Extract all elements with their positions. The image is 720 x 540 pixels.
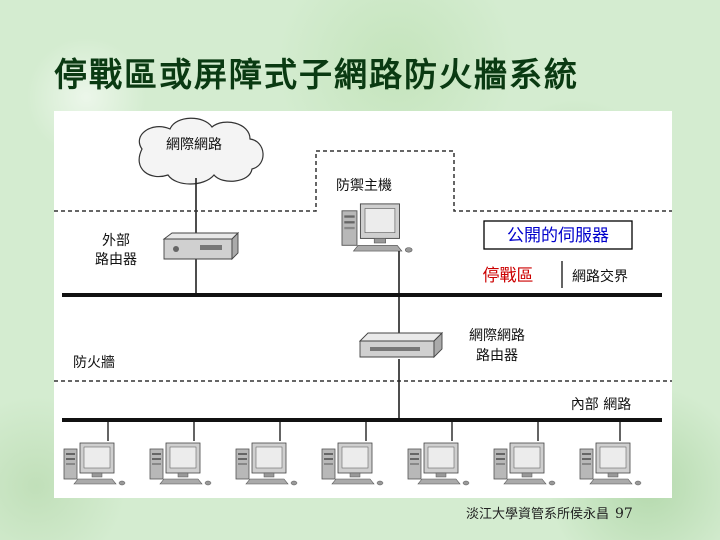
network-boundary-label: 網路交界	[572, 268, 628, 285]
internal-network-bus	[62, 418, 662, 422]
internal-workstations	[63, 422, 642, 486]
workstation-computer-icon	[63, 442, 126, 486]
public-server-box	[483, 220, 633, 250]
workstation-computer-icon	[321, 442, 384, 486]
footer-author: 淡江大學資管系所侯永昌	[466, 507, 610, 522]
firewall-label: 防火牆	[73, 355, 115, 371]
network-diagram: 網際網路 外部 路由器 防禦主機 公開的伺服器 停戰區 網路交界	[54, 111, 672, 498]
workstation-computer-icon	[493, 442, 556, 486]
internal-network-label: 內部 網路	[571, 397, 631, 413]
page-number: 97	[615, 506, 633, 522]
slide-title: 停戰區或屏障式子網路防火牆系統	[54, 55, 579, 94]
workstation-computer-icon	[235, 442, 298, 486]
slide-footer: 淡江大學資管系所侯永昌 97	[466, 503, 633, 522]
internet-cloud-icon	[138, 117, 264, 185]
workstation-computer-icon	[149, 442, 212, 486]
internet-label: 網際網路	[166, 137, 222, 153]
bastion-host-computer-icon	[341, 203, 413, 253]
internet-router-icon	[358, 331, 444, 359]
workstation-computer-icon	[579, 442, 642, 486]
workstation-computer-icon	[407, 442, 470, 486]
external-router-icon	[162, 231, 240, 261]
internet-router-label-line2: 路由器	[476, 348, 518, 364]
dmz-network-bus	[62, 293, 662, 297]
external-router-label-line1: 外部	[102, 233, 130, 249]
external-router-label-line2: 路由器	[95, 252, 137, 268]
internet-router-label-line1: 網際網路	[469, 328, 525, 344]
bastion-host-label: 防禦主機	[336, 178, 392, 194]
dmz-label: 停戰區	[483, 266, 534, 286]
public-server-label: 公開的伺服器	[507, 226, 609, 246]
